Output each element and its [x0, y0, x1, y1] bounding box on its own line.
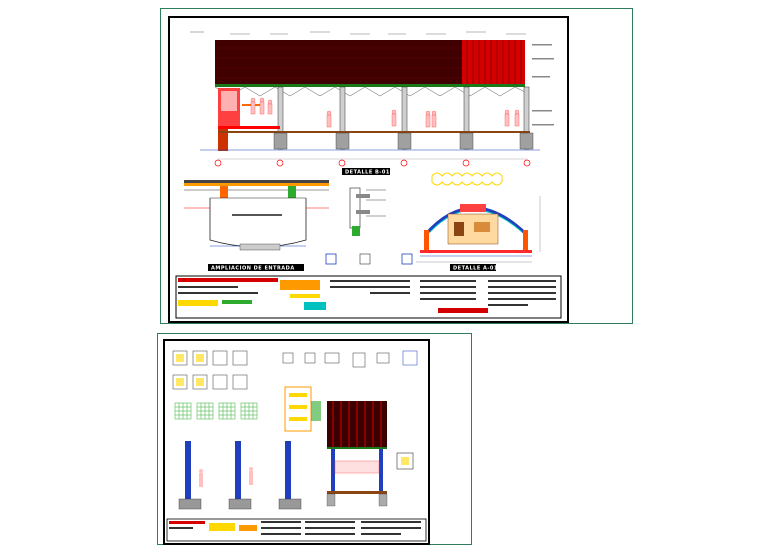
- right-annotations: [532, 44, 554, 126]
- sheet-frame-bottom: [157, 333, 472, 545]
- details-notes-strip: [166, 518, 427, 542]
- detalle-b-label: DETALLE B-01: [342, 168, 390, 176]
- wall-detail: [284, 386, 321, 432]
- general-notes-strip: [175, 275, 562, 319]
- detalle-a-label: DETALLE A-01: [450, 264, 498, 272]
- details-drawing: [166, 350, 427, 542]
- mesh-grids: [174, 402, 258, 420]
- column-elevations: [178, 441, 302, 510]
- columns: [277, 86, 530, 150]
- arched-section-detail: [416, 172, 541, 263]
- ampliacion-detail: [184, 180, 329, 251]
- elevation-drawing: DETALLE B-01: [175, 31, 562, 319]
- ampliacion-text: AMPLIACION DE ENTRADA: [211, 266, 295, 272]
- ampliacion-label: AMPLIACION DE ENTRADA: [208, 264, 304, 272]
- column-section-grid: [172, 350, 248, 390]
- floor-slab: [218, 131, 530, 133]
- footings: [273, 132, 534, 150]
- small-details: [325, 253, 413, 265]
- detalle-a-text: DETALLE A-01: [453, 266, 498, 272]
- drawing-sheet-details: [163, 339, 430, 545]
- roof-red-stripes: [466, 40, 522, 86]
- drawing-sheet-elevation: DETALLE B-01: [168, 16, 569, 323]
- column-section-fill: [176, 354, 204, 386]
- entrance-elevation: [218, 88, 280, 151]
- top-annotations: [190, 31, 526, 35]
- roof-truss: [214, 86, 526, 97]
- detalle-b-text: DETALLE B-01: [345, 170, 390, 176]
- wall-section-detail: [349, 187, 386, 236]
- scale-figures: [250, 97, 520, 128]
- axis-markers: [214, 159, 531, 167]
- roof-red-section: [462, 40, 525, 86]
- eave-beam: [215, 84, 525, 87]
- connection-details: [282, 350, 418, 368]
- wall-elevation-detail: [326, 401, 414, 507]
- sheet-frame-top: DETALLE B-01: [160, 8, 633, 324]
